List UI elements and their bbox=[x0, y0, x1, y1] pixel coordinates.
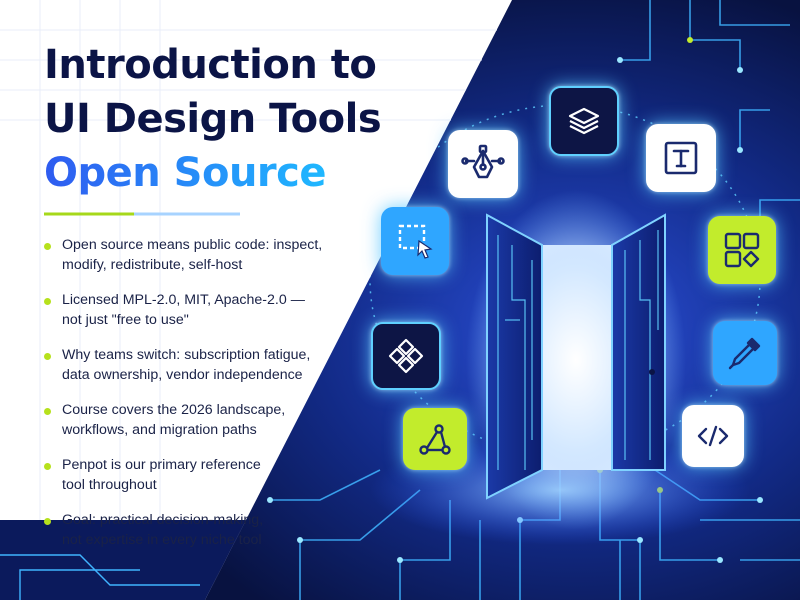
right-door-circuit bbox=[624, 230, 659, 460]
bullet-dot-icon bbox=[44, 353, 51, 360]
left-door-panel bbox=[486, 213, 543, 500]
bullet-text: Penpot is our primary reference tool thr… bbox=[62, 457, 261, 493]
title-line-1: Introduction to bbox=[44, 42, 377, 88]
bullet-dot-icon bbox=[44, 518, 51, 525]
corner-circuit-bg bbox=[0, 520, 246, 600]
left-door-circuit bbox=[497, 235, 533, 470]
title-line-3: Open Source bbox=[44, 150, 327, 196]
bullet-dot-icon bbox=[44, 408, 51, 415]
bullet-item: Course covers the 2026 landscape, workfl… bbox=[44, 401, 344, 440]
bullet-text: Goal: practical decision-making, not exp… bbox=[62, 512, 264, 548]
color-picker-icon bbox=[713, 321, 777, 385]
pen-tool-icon bbox=[448, 130, 518, 198]
bullet-item: Goal: practical decision-making, not exp… bbox=[44, 511, 344, 550]
code-icon bbox=[682, 405, 744, 467]
bullet-text: Licensed MPL-2.0, MIT, Apache-2.0 — not … bbox=[62, 292, 305, 328]
bullet-text: Course covers the 2026 landscape, workfl… bbox=[62, 402, 286, 438]
selection-cursor-icon bbox=[381, 207, 449, 275]
connector-nodes-icon bbox=[403, 408, 467, 470]
title-accent-text: Open Source bbox=[44, 150, 327, 196]
panel-grid bbox=[0, 0, 497, 600]
bullet-item: Why teams switch: subscription fatigue, … bbox=[44, 346, 344, 385]
corner-circuit bbox=[0, 554, 200, 600]
bullet-item: Licensed MPL-2.0, MIT, Apache-2.0 — not … bbox=[44, 291, 344, 330]
layout-grid-icon bbox=[708, 216, 776, 284]
bullet-list: Open source means public code: inspect, … bbox=[44, 236, 344, 566]
text-tool-icon bbox=[646, 124, 716, 192]
components-icon bbox=[371, 322, 441, 390]
bullet-dot-icon bbox=[44, 243, 51, 250]
door-knob bbox=[649, 369, 655, 375]
bullet-item: Open source means public code: inspect, … bbox=[44, 236, 344, 275]
bullet-dot-icon bbox=[44, 463, 51, 470]
bullet-item: Penpot is our primary reference tool thr… bbox=[44, 456, 344, 495]
bullet-text: Why teams switch: subscription fatigue, … bbox=[62, 347, 311, 383]
layers-icon bbox=[549, 86, 619, 156]
right-door-panel bbox=[611, 213, 666, 471]
content-panel bbox=[0, 0, 512, 600]
title-line-2: UI Design Tools bbox=[44, 96, 382, 142]
bullet-text: Open source means public code: inspect, … bbox=[62, 237, 323, 273]
bullet-dot-icon bbox=[44, 298, 51, 305]
